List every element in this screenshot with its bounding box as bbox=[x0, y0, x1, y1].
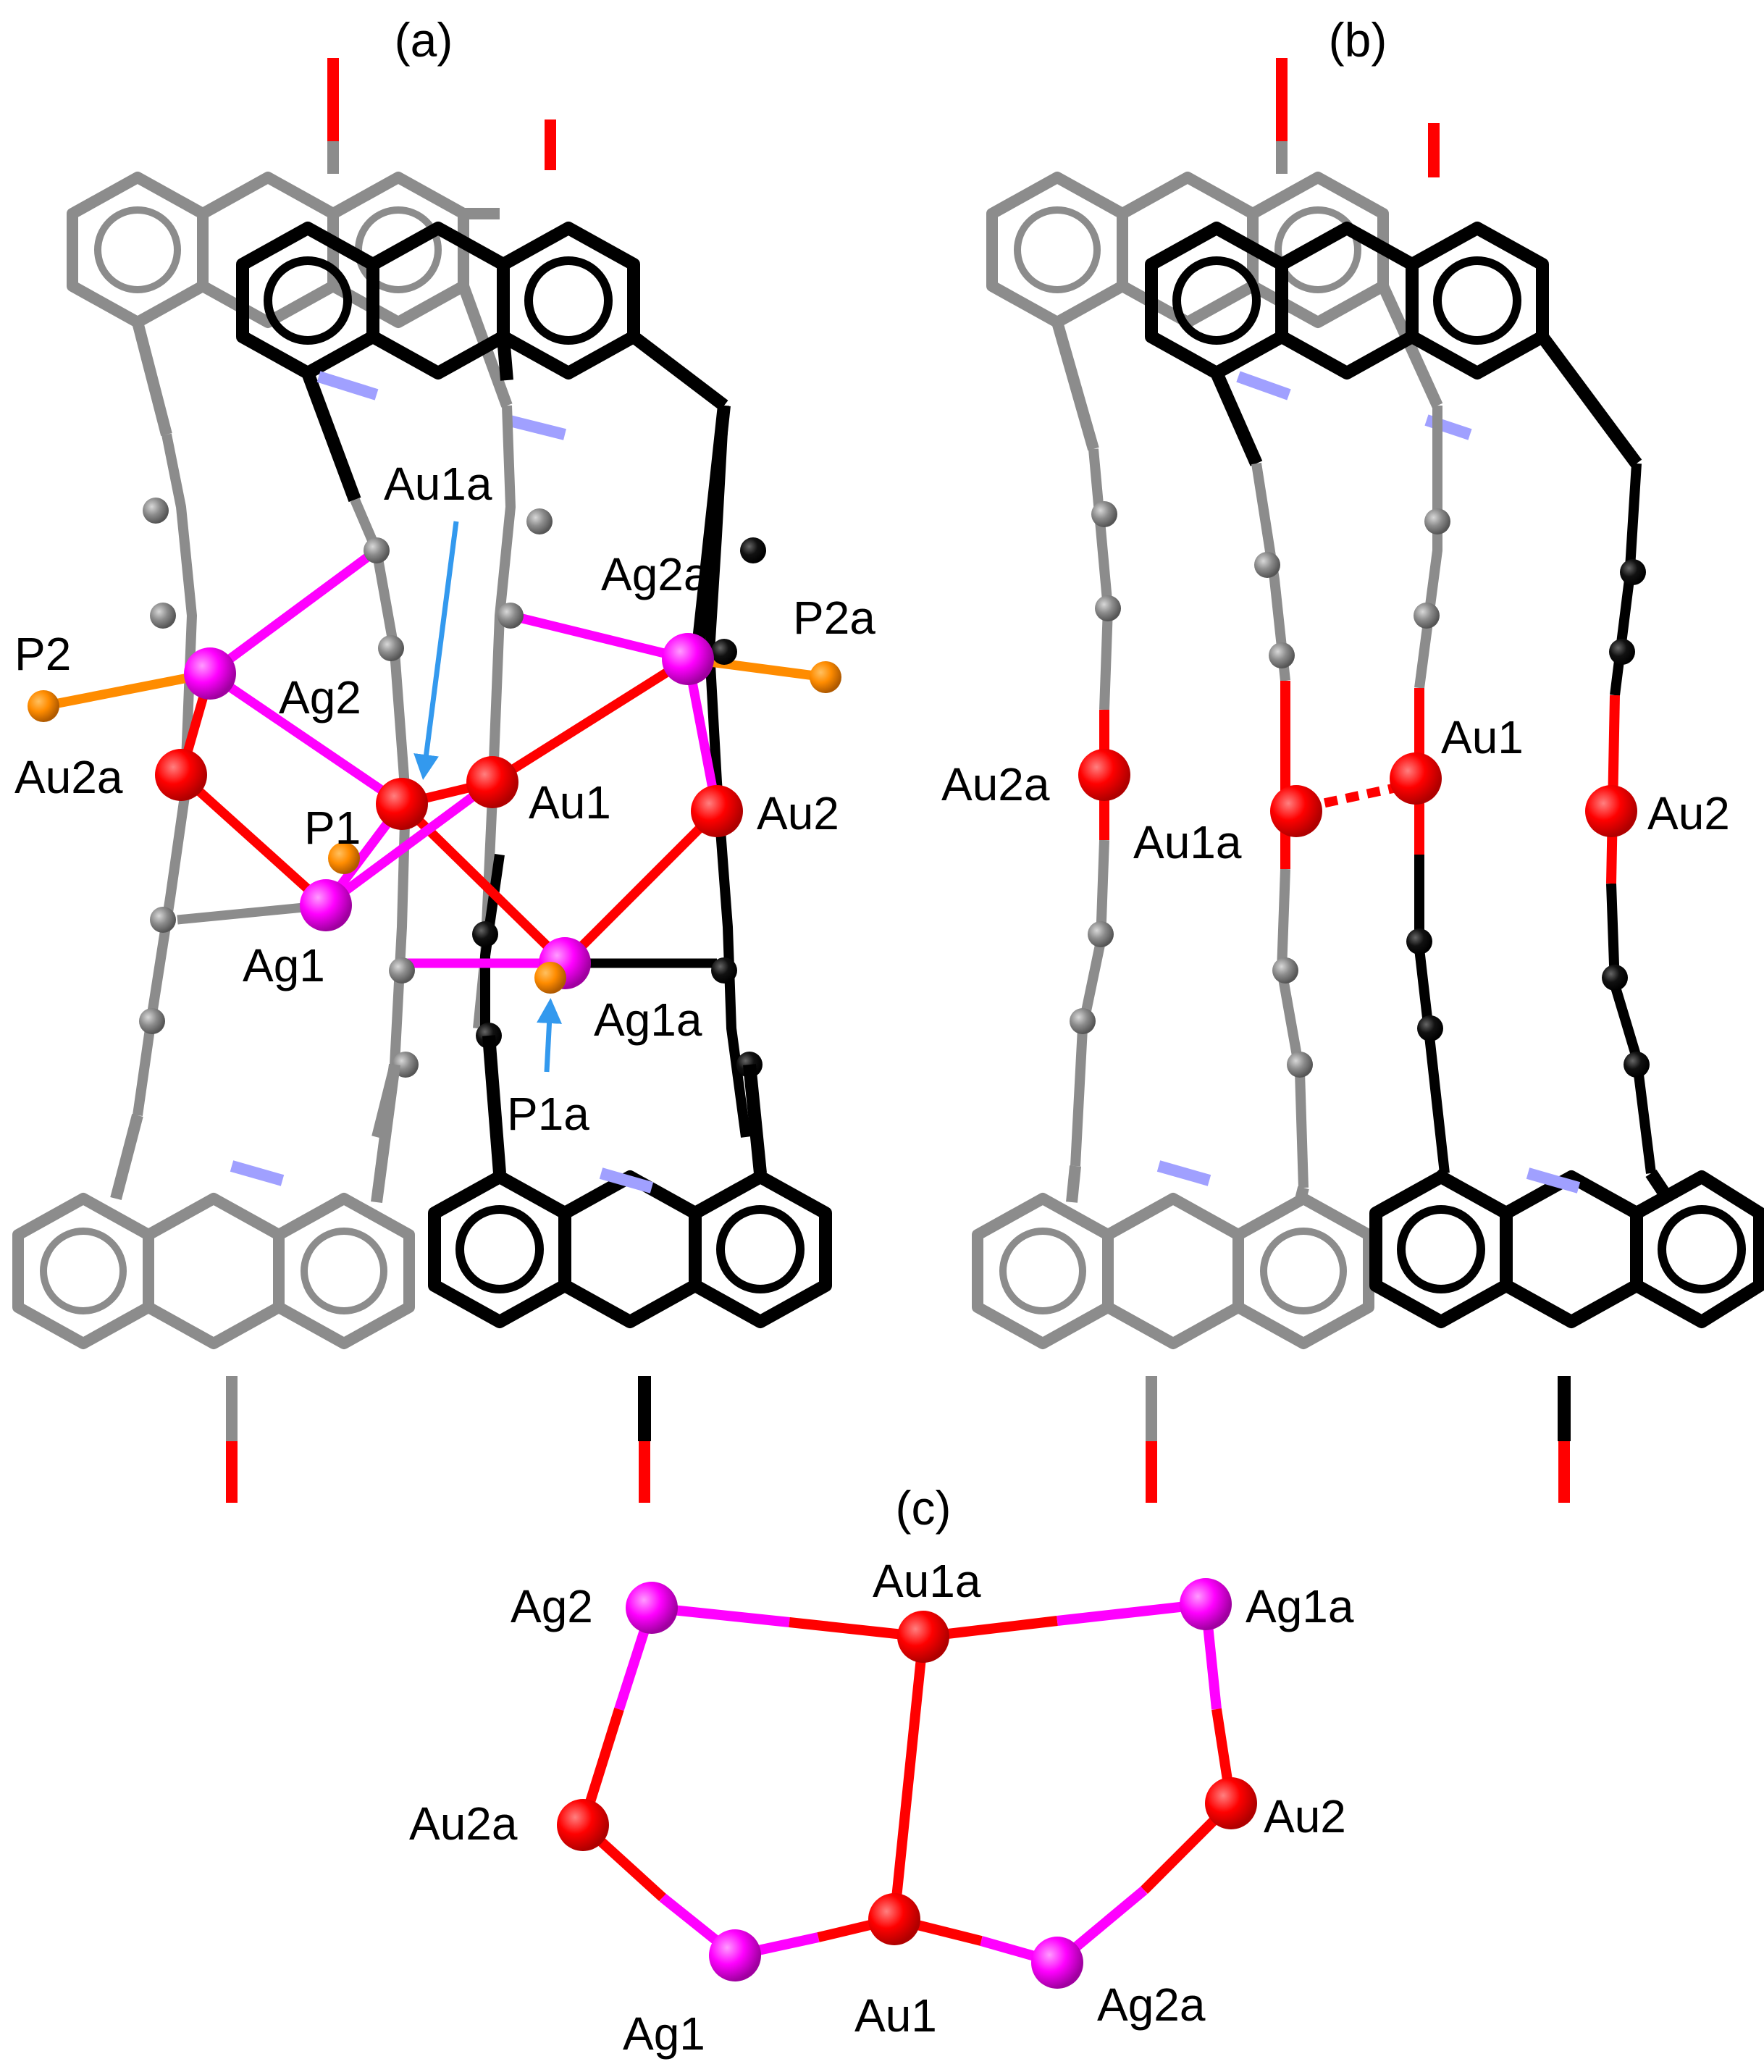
au1a-pointer-arrow bbox=[413, 521, 459, 780]
label-ag2a: Ag2a bbox=[601, 548, 710, 600]
b-label-au2: Au2 bbox=[1647, 787, 1730, 839]
panel-c-metal-core: (c) bbox=[409, 1481, 1354, 2060]
au2-atom bbox=[691, 785, 743, 837]
bottom-gray-ligand bbox=[12, 1063, 415, 1441]
top-gray-ligand bbox=[67, 141, 513, 436]
top-nitrogen-bond bbox=[316, 371, 379, 400]
ag1-atom bbox=[300, 879, 352, 931]
bottom-black-ligand bbox=[428, 1035, 832, 1441]
label-p1: P1 bbox=[304, 802, 361, 854]
panel-b-label: (b) bbox=[1329, 13, 1387, 67]
b-bottom-nitrogen-bond-2 bbox=[1526, 1167, 1581, 1194]
c-au2a-atom bbox=[557, 1799, 609, 1851]
label-ag1a: Ag1a bbox=[594, 994, 702, 1046]
p1a-atom bbox=[534, 962, 566, 994]
b-bottom-gray-ligand bbox=[972, 1165, 1374, 1441]
panel-a-atom-labels: Au1a Ag2a P2a P2 Ag2 Au2a P1 Au1 Au2 Ag1… bbox=[14, 458, 875, 1140]
b-au1a-atom bbox=[1270, 785, 1322, 837]
b-top-gray-ligand bbox=[986, 141, 1443, 451]
c-label-ag1: Ag1 bbox=[623, 2008, 705, 2060]
b-chains bbox=[1070, 406, 1656, 1188]
b-label-au1a: Au1a bbox=[1133, 816, 1242, 868]
c-au1-atom bbox=[868, 1893, 920, 1945]
c-label-ag2a: Ag2a bbox=[1097, 1979, 1206, 2031]
label-ag1: Ag1 bbox=[243, 939, 325, 991]
b-gold-atoms bbox=[1078, 749, 1637, 837]
ag2-atom bbox=[184, 647, 236, 700]
c-label-au2: Au2 bbox=[1264, 1790, 1346, 1842]
b-bottom-black-ligand bbox=[1369, 1168, 1764, 1441]
panel-c-atom-labels: Ag2 Au1a Ag1a Au2a Au2 Ag1 Au1 Ag2a bbox=[409, 1555, 1354, 2060]
p2a-atom bbox=[810, 661, 841, 693]
bottom-nitrogen-bond bbox=[230, 1160, 285, 1186]
panel-a-molecular-structure: (a) bbox=[12, 13, 875, 1503]
panel-b-molecular-structure: (b) bbox=[941, 13, 1764, 1503]
aurophilic-contact bbox=[1302, 781, 1406, 813]
c-label-au1: Au1 bbox=[854, 1989, 937, 2042]
top-nitrogen-bond-2 bbox=[505, 414, 566, 440]
top-black-ligand bbox=[236, 222, 731, 674]
c-ag2a-atom bbox=[1031, 1937, 1083, 1989]
metal-bonds bbox=[176, 546, 722, 968]
panel-c-label: (c) bbox=[896, 1481, 952, 1535]
label-au1: Au1 bbox=[529, 776, 611, 829]
c-label-ag1a: Ag1a bbox=[1246, 1580, 1354, 1632]
metal-atoms bbox=[28, 633, 841, 994]
panel-b-atom-labels: Au2a Au1a Au1 Au2 bbox=[941, 711, 1730, 868]
label-au2a: Au2a bbox=[14, 751, 123, 803]
ag2a-atom bbox=[662, 633, 714, 685]
label-p2a: P2a bbox=[793, 592, 875, 644]
c-ag2-atom bbox=[626, 1582, 678, 1634]
c-label-au2a: Au2a bbox=[409, 1798, 518, 1850]
b-label-au2a: Au2a bbox=[941, 758, 1050, 810]
b-carbon-atoms bbox=[1070, 501, 1650, 1078]
label-ag2: Ag2 bbox=[279, 671, 361, 723]
p1-atom bbox=[328, 842, 360, 874]
b-label-au1: Au1 bbox=[1441, 711, 1524, 763]
b-au1-atom bbox=[1390, 752, 1442, 805]
au2a-atom bbox=[155, 749, 207, 801]
b-au2a-atom bbox=[1078, 749, 1130, 801]
c-au1a-atom bbox=[897, 1611, 949, 1663]
label-p1a: P1a bbox=[507, 1088, 589, 1140]
b-bottom-nitrogen-bond bbox=[1156, 1160, 1211, 1186]
c-au2-atom bbox=[1205, 1777, 1257, 1829]
c-label-au1a: Au1a bbox=[873, 1555, 981, 1607]
c-ag1a-atom bbox=[1180, 1578, 1232, 1630]
p1a-pointer-arrow bbox=[537, 998, 563, 1073]
au1a-atom bbox=[376, 778, 428, 830]
au1-atom bbox=[466, 756, 518, 808]
bottom-nitrogen-bond-2 bbox=[599, 1167, 654, 1194]
label-p2: P2 bbox=[14, 628, 71, 680]
c-ag1-atom bbox=[709, 1929, 761, 1981]
label-au1a: Au1a bbox=[384, 458, 492, 510]
p2-atom bbox=[28, 690, 59, 722]
panel-a-label: (a) bbox=[395, 13, 453, 67]
b-top-nitrogen-bond bbox=[1236, 371, 1291, 400]
label-au2: Au2 bbox=[757, 787, 839, 839]
b-top-black-ligand bbox=[1145, 222, 1642, 468]
b-au2-atom bbox=[1585, 785, 1637, 837]
core-atoms bbox=[557, 1578, 1257, 1989]
c-label-ag2: Ag2 bbox=[511, 1580, 593, 1632]
